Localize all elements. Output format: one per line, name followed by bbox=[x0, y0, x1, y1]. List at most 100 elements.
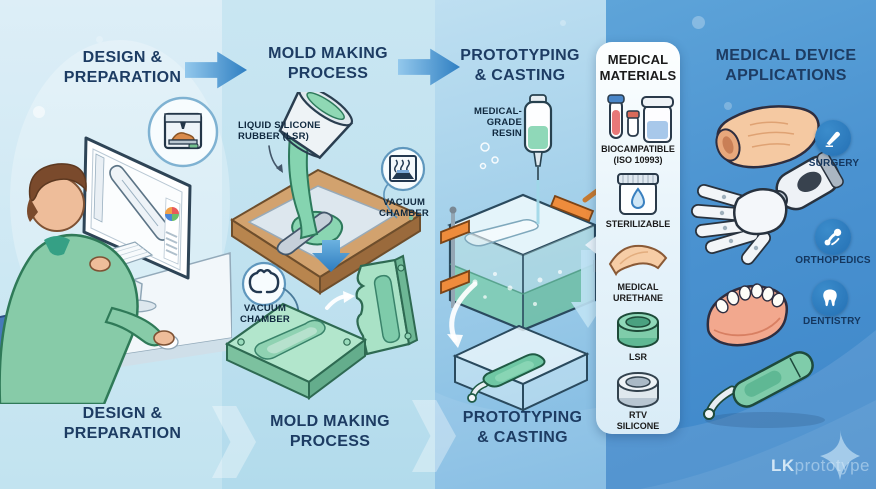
material-4-line1: RTV bbox=[629, 410, 647, 420]
material-label-lsr: LSR bbox=[596, 352, 680, 363]
header-apps-line1: MEDICAL DEVICE bbox=[715, 47, 857, 64]
header-prototyping-casting: PROTOTYPING & CASTING bbox=[445, 46, 595, 86]
printer-badge bbox=[147, 96, 219, 168]
deco-dot bbox=[724, 102, 732, 110]
bottom-design-line2: PREPARATION bbox=[63, 425, 182, 442]
header-medical-device-applications: MEDICAL DEVICE APPLICATIONS bbox=[700, 46, 872, 86]
header-design-line2: PREPARATION bbox=[63, 69, 182, 86]
material-label-biocompatible: BIOCAMPATIBLE (ISO 10993) bbox=[596, 144, 680, 166]
sparkle-icon bbox=[820, 430, 860, 480]
cast-result-block bbox=[452, 324, 590, 412]
material-1-line1: STERILIZABLE bbox=[605, 219, 671, 229]
label-resin-line2: RESIN bbox=[491, 128, 522, 139]
bottom-label-prototyping-casting: PROTOTYPING & CASTING bbox=[440, 408, 605, 448]
dentistry-label: DENTISTRY bbox=[802, 316, 862, 327]
pouring-bucket bbox=[278, 92, 354, 240]
bottom-mold-line1: MOLD MAKING bbox=[270, 413, 390, 430]
watermark: LKprototype bbox=[758, 456, 870, 476]
scalpel-icon bbox=[825, 131, 840, 147]
header-casting-line1: PROTOTYPING bbox=[460, 47, 580, 64]
material-label-sterilizable: STERILIZABLE bbox=[596, 219, 680, 230]
designer-person bbox=[0, 163, 175, 404]
rtv-ring-icon bbox=[617, 372, 659, 408]
bottom-mold-line2: PROCESS bbox=[289, 433, 371, 450]
medical-materials-panel: MEDICAL MATERIALS BIOCAMPATIBLE (ISO 109… bbox=[596, 42, 680, 434]
bottom-label-design-preparation: DESIGN & PREPARATION bbox=[30, 404, 215, 444]
curved-arrow-icon bbox=[447, 281, 478, 348]
bottom-label-mold-making: MOLD MAKING PROCESS bbox=[240, 412, 420, 452]
clamp-jaw bbox=[549, 194, 595, 223]
panel-title-line2: MATERIALS bbox=[599, 68, 677, 83]
deco-dot bbox=[560, 20, 566, 26]
bottom-casting-line1: PROTOTYPING bbox=[462, 409, 583, 426]
illustration-mold-making bbox=[225, 92, 426, 400]
down-arrow-icon bbox=[312, 240, 350, 272]
material-2-line1: MEDICAL bbox=[617, 282, 659, 292]
prosthetic-hand bbox=[691, 151, 844, 265]
watermark-light: prototype bbox=[794, 456, 870, 475]
material-label-rtv-silicone: RTV SILICONE bbox=[596, 410, 680, 432]
label-vc-bottom-line1: VACUUM bbox=[243, 303, 287, 314]
material-0-line1: BIOCAMPATIBLE bbox=[601, 144, 675, 154]
material-3-line1: LSR bbox=[629, 352, 647, 362]
header-design-line1: DESIGN & bbox=[82, 49, 163, 66]
resin-syringe-icon bbox=[523, 94, 553, 224]
prosthetic-skin-pad bbox=[715, 105, 820, 169]
vacuum-clamp-icon bbox=[248, 269, 280, 294]
header-apps-line2: APPLICATIONS bbox=[725, 67, 847, 84]
label-medical-grade-resin: MEDICAL-GRADE RESIN bbox=[446, 106, 522, 139]
material-label-urethane: MEDICAL URETHANE bbox=[596, 282, 680, 304]
header-mold-line2: PROCESS bbox=[287, 65, 369, 82]
label-lsr-line2: RUBBER (LSR) bbox=[238, 131, 310, 142]
vacuum-chamber-top-badge bbox=[380, 146, 426, 219]
dentistry-badge bbox=[812, 280, 848, 316]
material-0-line2: (ISO 10993) bbox=[613, 155, 663, 165]
panel-title-line1: MEDICAL bbox=[607, 52, 669, 67]
header-mold-making: MOLD MAKING PROCESS bbox=[243, 44, 413, 84]
clamp-jaw bbox=[440, 219, 470, 245]
sterile-jar-icon bbox=[617, 173, 659, 215]
illustration-casting bbox=[440, 94, 607, 412]
label-vc-top-line2: CHAMBER bbox=[379, 208, 429, 219]
lsr-ring-icon bbox=[617, 312, 659, 348]
orthopedics-label: ORTHOPEDICS bbox=[795, 255, 871, 266]
label-vc-bottom-line2: CHAMBER bbox=[240, 314, 290, 325]
monitor-cad-screen bbox=[82, 136, 192, 313]
urethane-sheet-icon bbox=[608, 244, 668, 277]
bottom-design-line1: DESIGN & bbox=[82, 405, 163, 422]
material-4-line2: SILICONE bbox=[616, 421, 660, 431]
tooth-icon bbox=[823, 289, 837, 307]
deco-dot bbox=[33, 106, 45, 118]
header-design-preparation: DESIGN & PREPARATION bbox=[30, 48, 215, 88]
watermark-bold: LK bbox=[770, 456, 795, 475]
label-lsr-line1: LIQUID SILICONE bbox=[238, 120, 321, 131]
color-palette-icon bbox=[165, 207, 179, 221]
label-vc-top-line1: VACUUM bbox=[382, 197, 426, 208]
panel-title: MEDICAL MATERIALS bbox=[596, 52, 680, 84]
deco-dot bbox=[96, 36, 103, 43]
dental-tool-product bbox=[703, 351, 825, 428]
surgery-badge bbox=[815, 120, 851, 156]
lsr-pointer-arrow-icon bbox=[268, 145, 281, 171]
illustration-designer-at-computer bbox=[0, 96, 232, 404]
label-liquid-silicone-rubber: LIQUID SILICONE RUBBER (LSR) bbox=[238, 120, 322, 142]
specimen-containers-icon bbox=[607, 94, 674, 143]
joint-icon bbox=[824, 228, 842, 246]
bubbles bbox=[479, 142, 499, 170]
surgery-label: SURGERY bbox=[808, 158, 860, 169]
material-2-line2: URETHANE bbox=[612, 293, 663, 303]
label-vacuum-chamber-top: VACUUM CHAMBER bbox=[368, 197, 440, 219]
header-casting-line2: & CASTING bbox=[474, 67, 566, 84]
dentures bbox=[706, 283, 788, 347]
bottom-casting-line2: & CASTING bbox=[477, 429, 568, 446]
silicone-mold-halves bbox=[225, 254, 419, 400]
orthopedics-badge bbox=[815, 219, 851, 255]
vacuum-oven-icon bbox=[389, 155, 417, 182]
label-vacuum-chamber-bottom: VACUUM CHAMBER bbox=[227, 303, 303, 325]
illustration-applications bbox=[691, 105, 860, 480]
header-mold-line1: MOLD MAKING bbox=[268, 45, 388, 62]
deco-dot bbox=[692, 16, 705, 29]
3d-printer-icon bbox=[163, 112, 203, 150]
label-resin-line1: MEDICAL-GRADE bbox=[473, 106, 522, 128]
